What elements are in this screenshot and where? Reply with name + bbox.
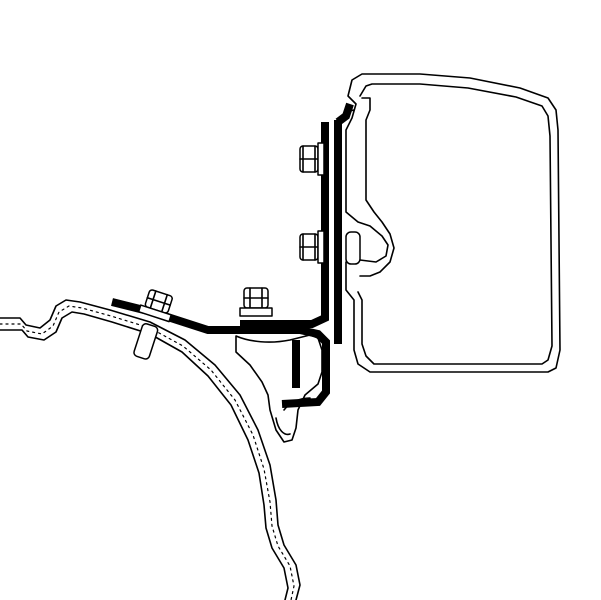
hex-bolt-icon [239,287,273,317]
hex-bolt-icon [299,142,325,176]
awning-housing-icon [339,73,561,373]
vehicle-roof-profile-icon [0,299,301,600]
hex-bolt-icon [133,289,173,360]
hex-bolt-icon [299,230,361,265]
